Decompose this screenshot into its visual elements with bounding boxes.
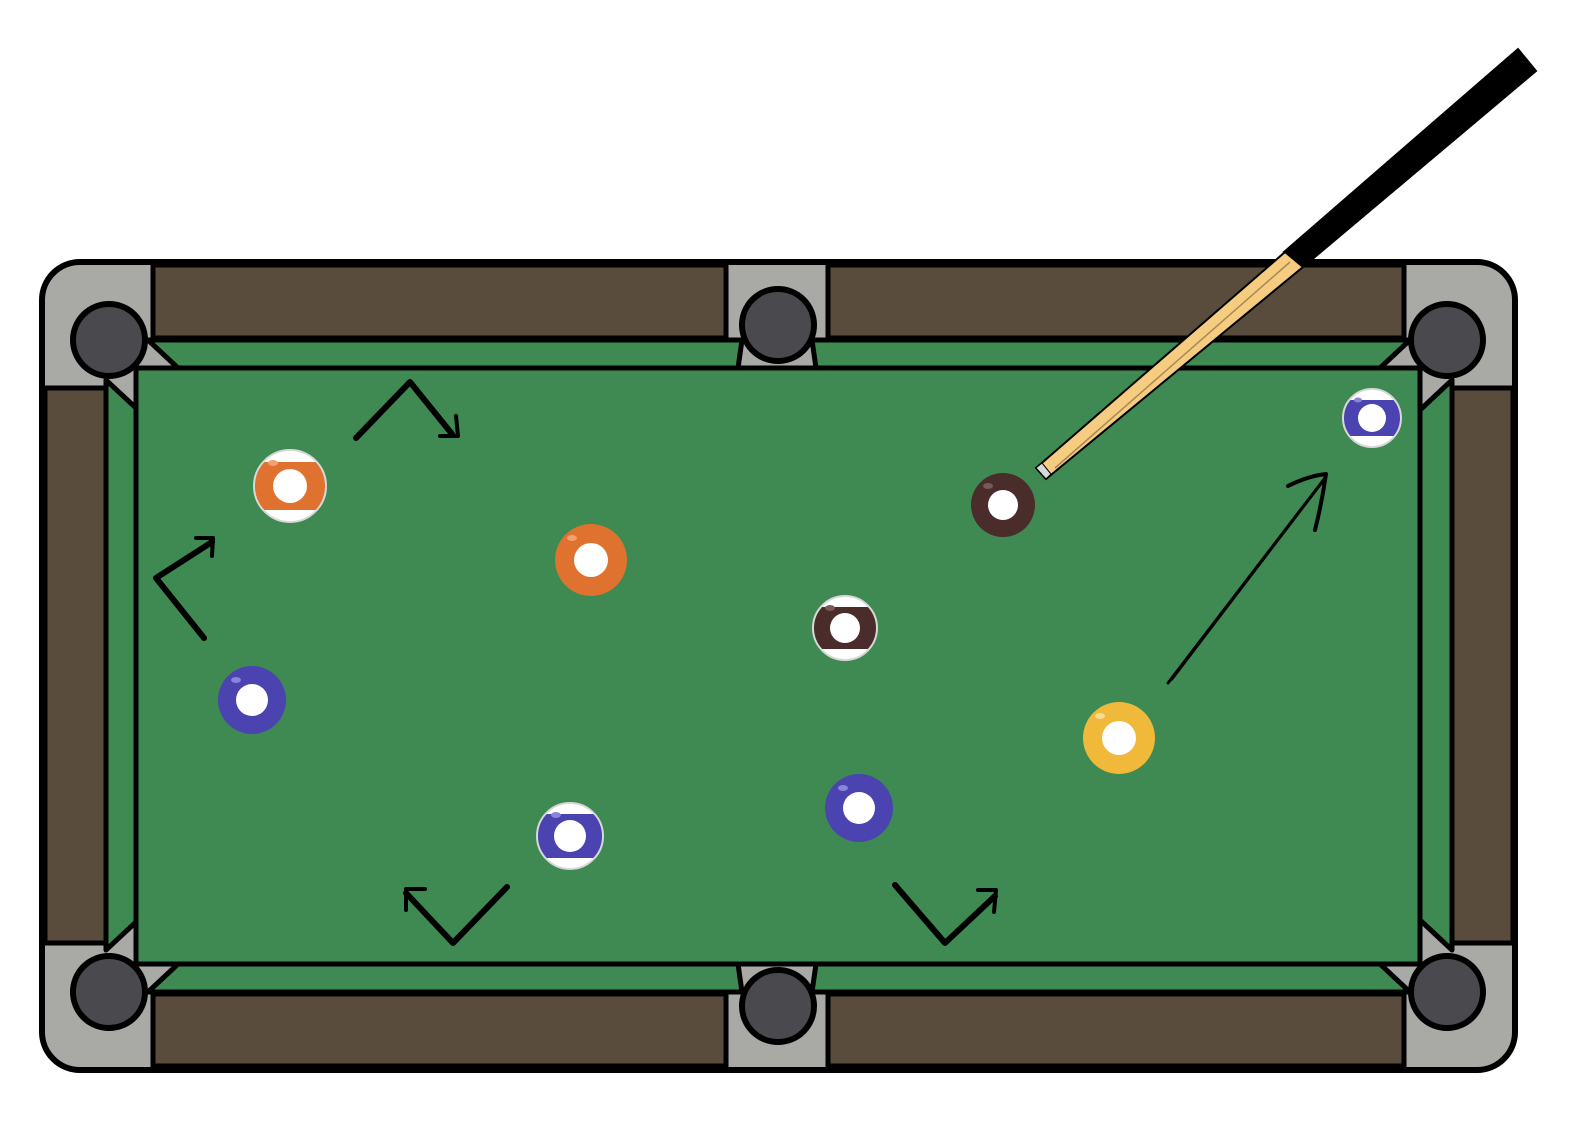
purple-solid-ball-left[interactable]: [218, 666, 286, 734]
cushion-bottom-left: [145, 961, 745, 995]
rail-left: [42, 385, 111, 946]
balls: [218, 388, 1404, 870]
rail-bottom-right: [825, 991, 1407, 1069]
rail-bottom-left: [150, 991, 729, 1069]
shot-direction-arrow: [1166, 472, 1328, 685]
pocket-top-left: [70, 301, 148, 379]
arrows: [153, 379, 1328, 946]
maroon-striped-ball[interactable]: [810, 595, 882, 661]
cushion-top-left: [145, 337, 745, 371]
purple-striped-ball-bottom[interactable]: [534, 802, 606, 870]
purple-solid-ball-bottom[interactable]: [825, 774, 893, 842]
rail-top-left: [150, 262, 729, 341]
orange-solid-ball[interactable]: [555, 524, 627, 596]
purple-striped-ball-corner[interactable]: [1340, 388, 1404, 448]
pocket-bottom-right: [1408, 953, 1486, 1031]
yellow-solid-ball[interactable]: [1083, 702, 1155, 774]
bounce-arrow-top: [353, 379, 460, 441]
pocket-bottom-middle: [739, 967, 817, 1045]
cushion-top-right: [809, 337, 1413, 371]
pocket-top-right: [1408, 301, 1486, 379]
bounce-arrow-bottom-right: [892, 882, 998, 946]
cushion-left: [103, 377, 139, 953]
bounce-arrow-left: [153, 536, 215, 641]
pocket-bottom-left: [70, 953, 148, 1031]
orange-striped-ball[interactable]: [250, 449, 330, 523]
felt-surface: [133, 365, 1423, 967]
rail-right: [1447, 385, 1516, 946]
cue-stick-icon[interactable]: [1034, 47, 1538, 481]
rail-top-right: [825, 262, 1407, 341]
cushion-right: [1417, 377, 1455, 953]
bounce-arrow-bottom-left: [403, 884, 510, 946]
pocket-top-middle: [739, 286, 817, 364]
pool-table: [39, 259, 1518, 1073]
cushion-bottom-right: [809, 961, 1413, 995]
maroon-solid-ball-target[interactable]: [971, 473, 1035, 537]
